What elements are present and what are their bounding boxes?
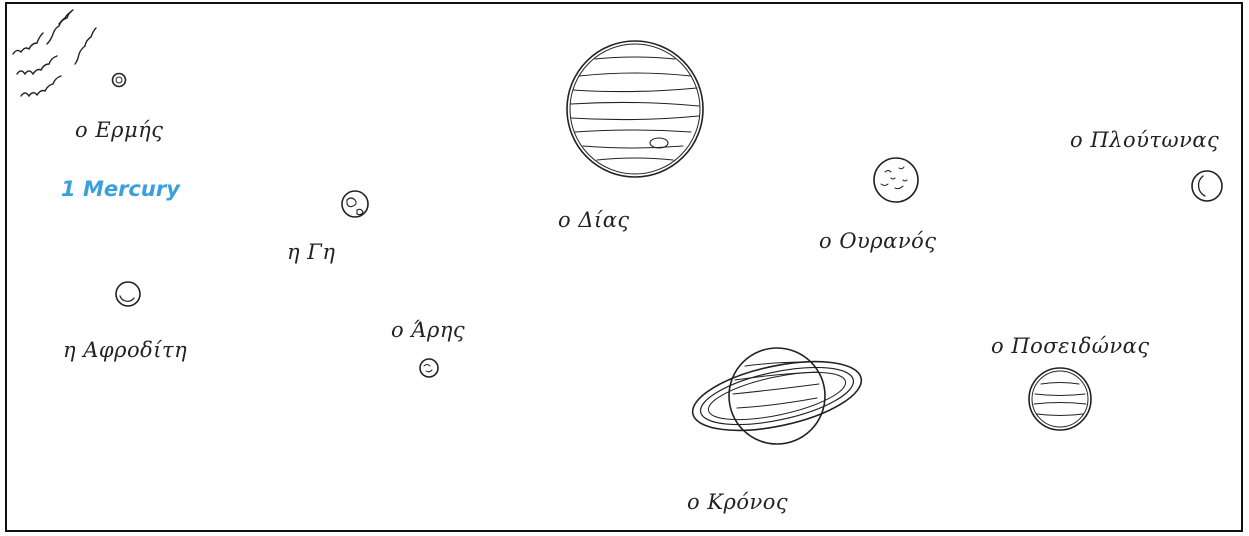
answer-number: 1 — [61, 177, 76, 201]
sun-rays — [13, 10, 96, 96]
saturn-label: ο Κρόνος — [687, 490, 788, 514]
jupiter-planet — [567, 41, 703, 177]
venus-planet — [116, 282, 140, 306]
solar-system-worksheet: ο Ερμής 1 Mercury η Γη η Αφροδίτη ο Άρης… — [5, 2, 1243, 532]
mars-planet — [420, 359, 438, 377]
mars-label: ο Άρης — [391, 318, 465, 342]
planets-illustration — [7, 4, 1243, 532]
uranus-label: ο Ουρανός — [819, 229, 937, 253]
pluto-label: ο Πλούτωνας — [1070, 128, 1219, 152]
jupiter-label: ο Δίας — [558, 208, 630, 232]
saturn-planet — [687, 348, 868, 444]
uranus-planet — [874, 158, 918, 202]
venus-label: η Αφροδίτη — [63, 338, 187, 362]
mercury-planet — [113, 74, 126, 87]
neptune-planet — [1029, 368, 1091, 430]
pluto-planet — [1192, 171, 1222, 201]
earth-label: η Γη — [287, 240, 335, 264]
answer-text: Mercury — [83, 177, 180, 201]
answer-mercury: 1 Mercury — [61, 177, 180, 201]
earth-planet — [342, 191, 368, 217]
neptune-label: ο Ποσειδώνας — [991, 334, 1150, 358]
mercury-label: ο Ερμής — [75, 118, 163, 142]
